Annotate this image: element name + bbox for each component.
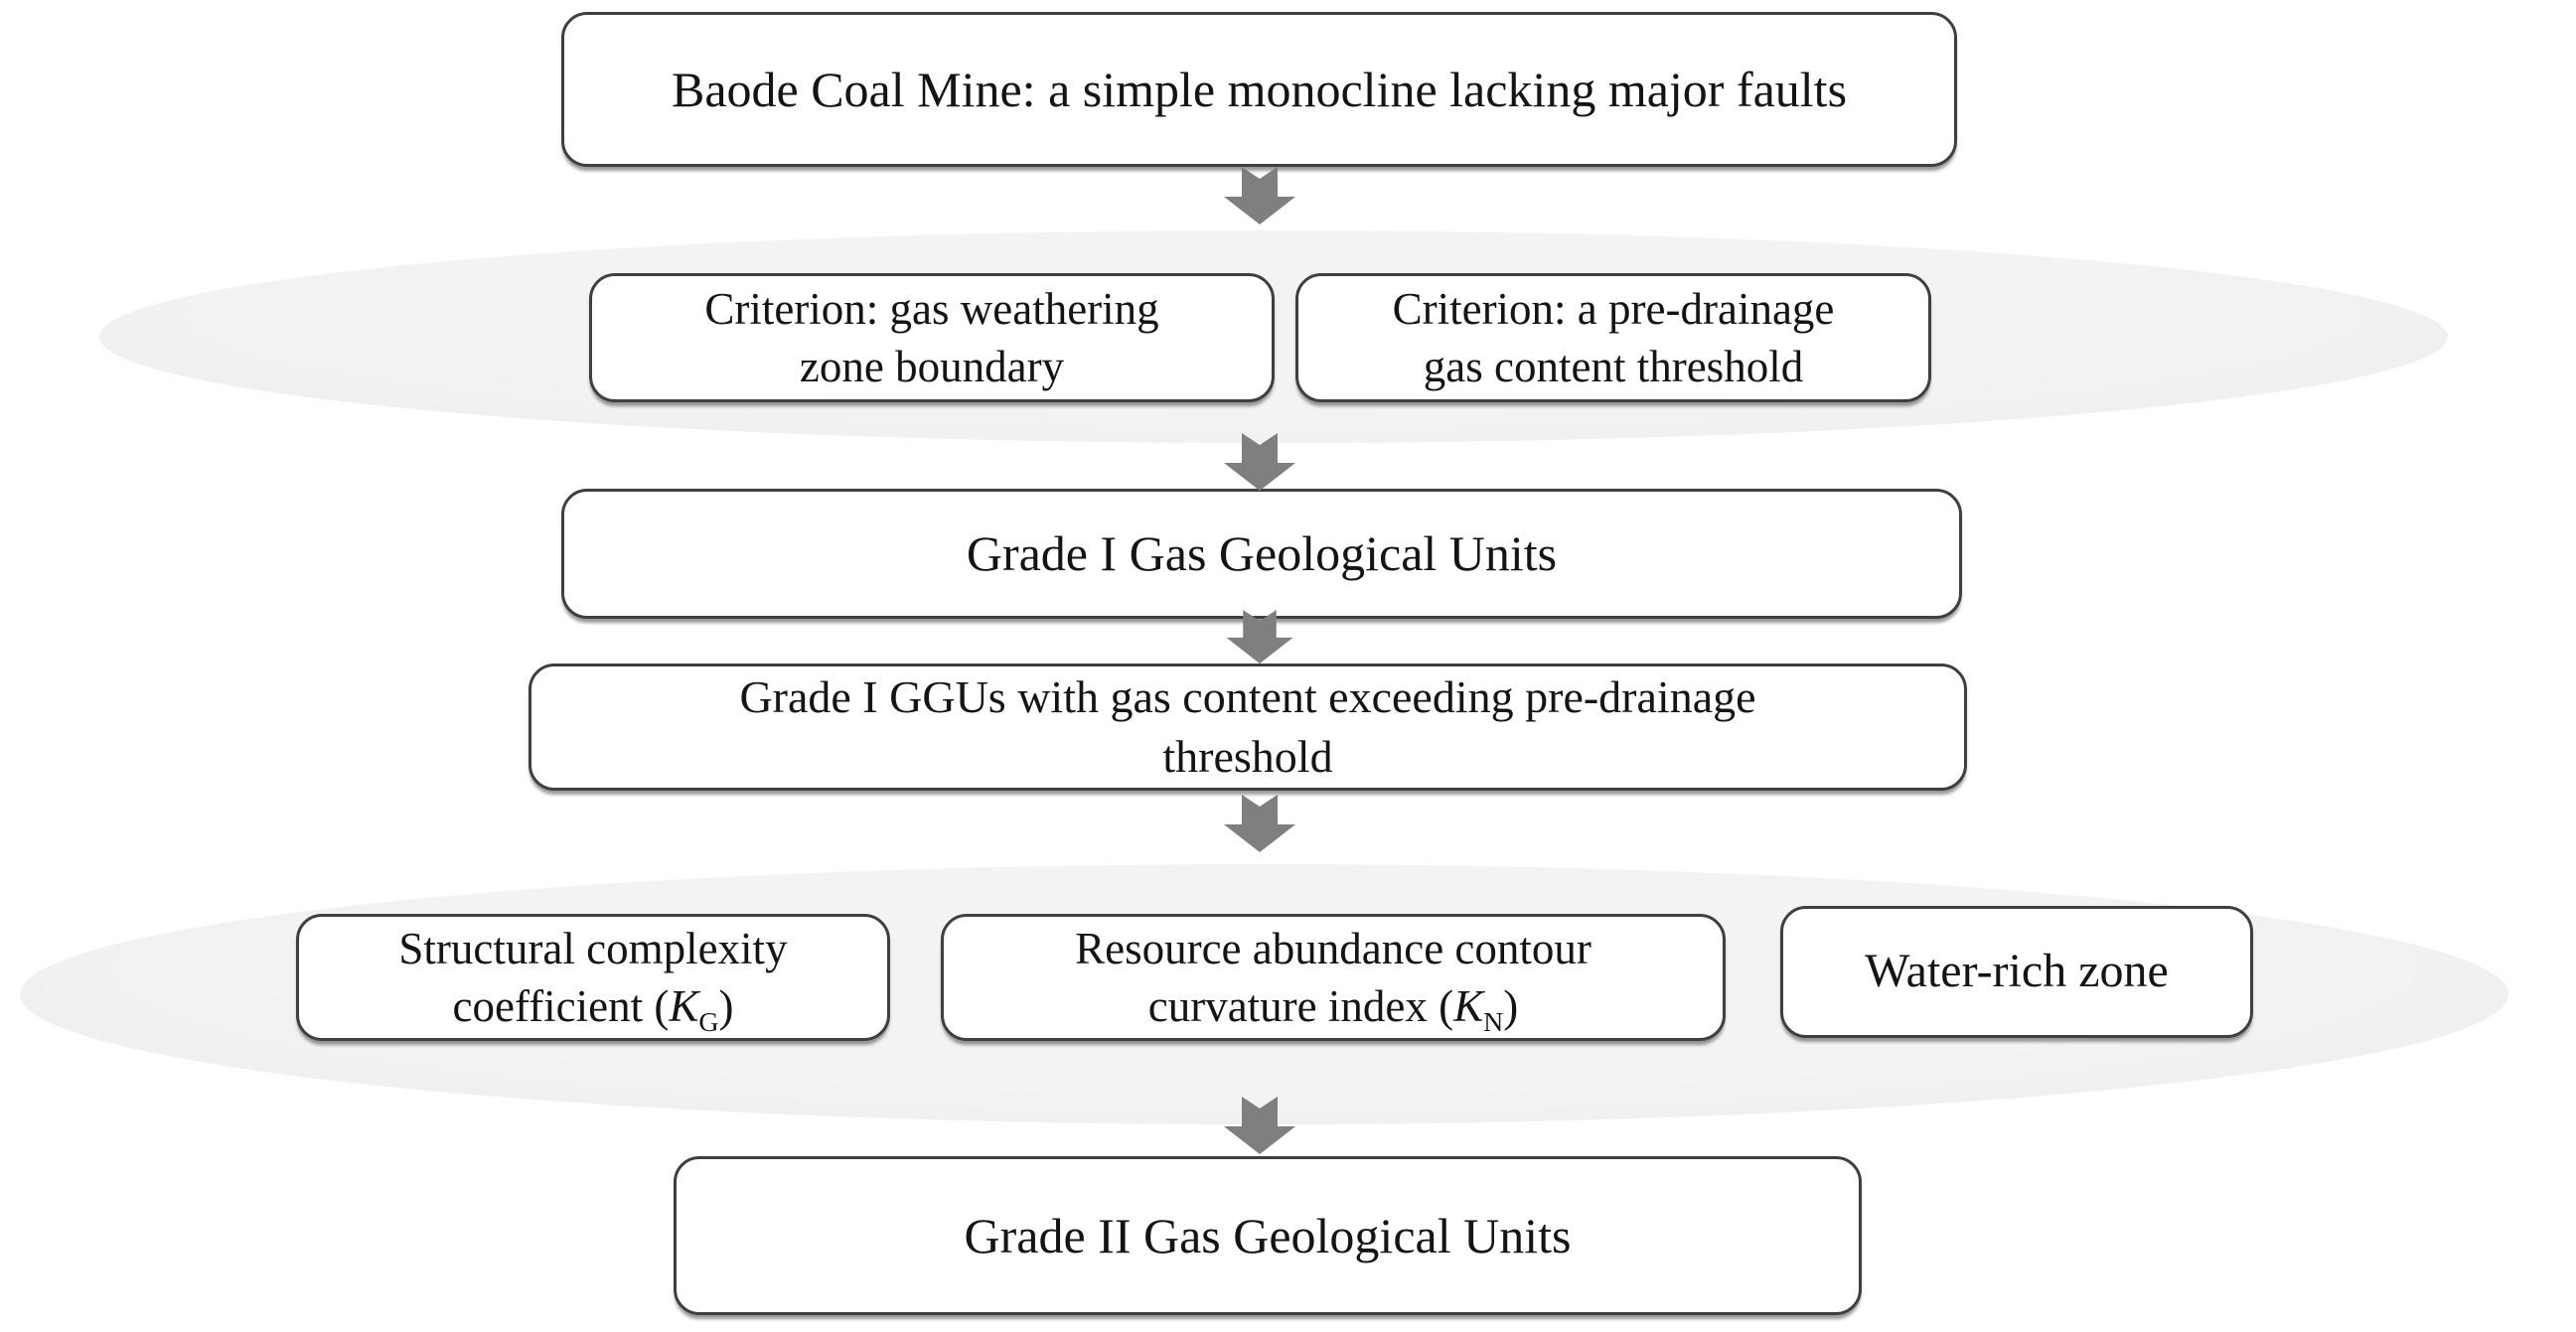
node-label: coefficient (KG) bbox=[452, 981, 734, 1038]
node-label: threshold bbox=[1162, 731, 1333, 782]
node-grade-ii-units: Grade II Gas Geological Units bbox=[674, 1156, 1862, 1315]
arrow-down-icon bbox=[1220, 795, 1299, 852]
node-baode-coal-mine: Baode Coal Mine: a simple monocline lack… bbox=[561, 12, 1957, 167]
node-label: Baode Coal Mine: a simple monocline lack… bbox=[671, 61, 1848, 117]
k-subscript: G bbox=[698, 1007, 719, 1038]
node-label: Grade I Gas Geological Units bbox=[966, 525, 1558, 581]
k-symbol: K bbox=[669, 981, 699, 1031]
node-grade-i-units: Grade I Gas Geological Units bbox=[561, 489, 1962, 619]
node-label: curvature index (KN) bbox=[1147, 981, 1519, 1038]
node-grade-i-ggus-exceeding-threshold: Grade I GGUs with gas content exceeding … bbox=[529, 664, 1967, 791]
k-subscript: N bbox=[1483, 1007, 1504, 1038]
node-label: gas content threshold bbox=[1423, 342, 1804, 391]
arrow-down-icon bbox=[1220, 433, 1299, 491]
arrow-down-icon bbox=[1220, 610, 1299, 664]
node-label: Resource abundance contour bbox=[1075, 923, 1591, 973]
node-label: Grade II Gas Geological Units bbox=[964, 1207, 1572, 1263]
node-criterion-pre-drainage: Criterion: a pre-drainage gas content th… bbox=[1295, 273, 1931, 402]
node-label: Criterion: a pre-drainage bbox=[1392, 283, 1835, 334]
node-label: Structural complexity bbox=[398, 923, 788, 973]
k-symbol: K bbox=[1453, 981, 1484, 1031]
node-label: zone boundary bbox=[799, 342, 1065, 391]
node-resource-abundance-index: Resource abundance contour curvature ind… bbox=[941, 914, 1726, 1041]
arrow-down-icon bbox=[1220, 1097, 1299, 1154]
node-label: Grade I GGUs with gas content exceeding … bbox=[739, 671, 1756, 723]
node-water-rich-zone: Water-rich zone bbox=[1780, 906, 2253, 1038]
arrow-down-icon bbox=[1220, 167, 1299, 224]
node-structural-complexity-coefficient: Structural complexity coefficient (KG) bbox=[296, 914, 890, 1041]
node-label: Water-rich zone bbox=[1865, 945, 2169, 998]
node-label: Criterion: gas weathering bbox=[704, 283, 1159, 334]
node-criterion-gas-weathering: Criterion: gas weathering zone boundary bbox=[589, 273, 1275, 402]
